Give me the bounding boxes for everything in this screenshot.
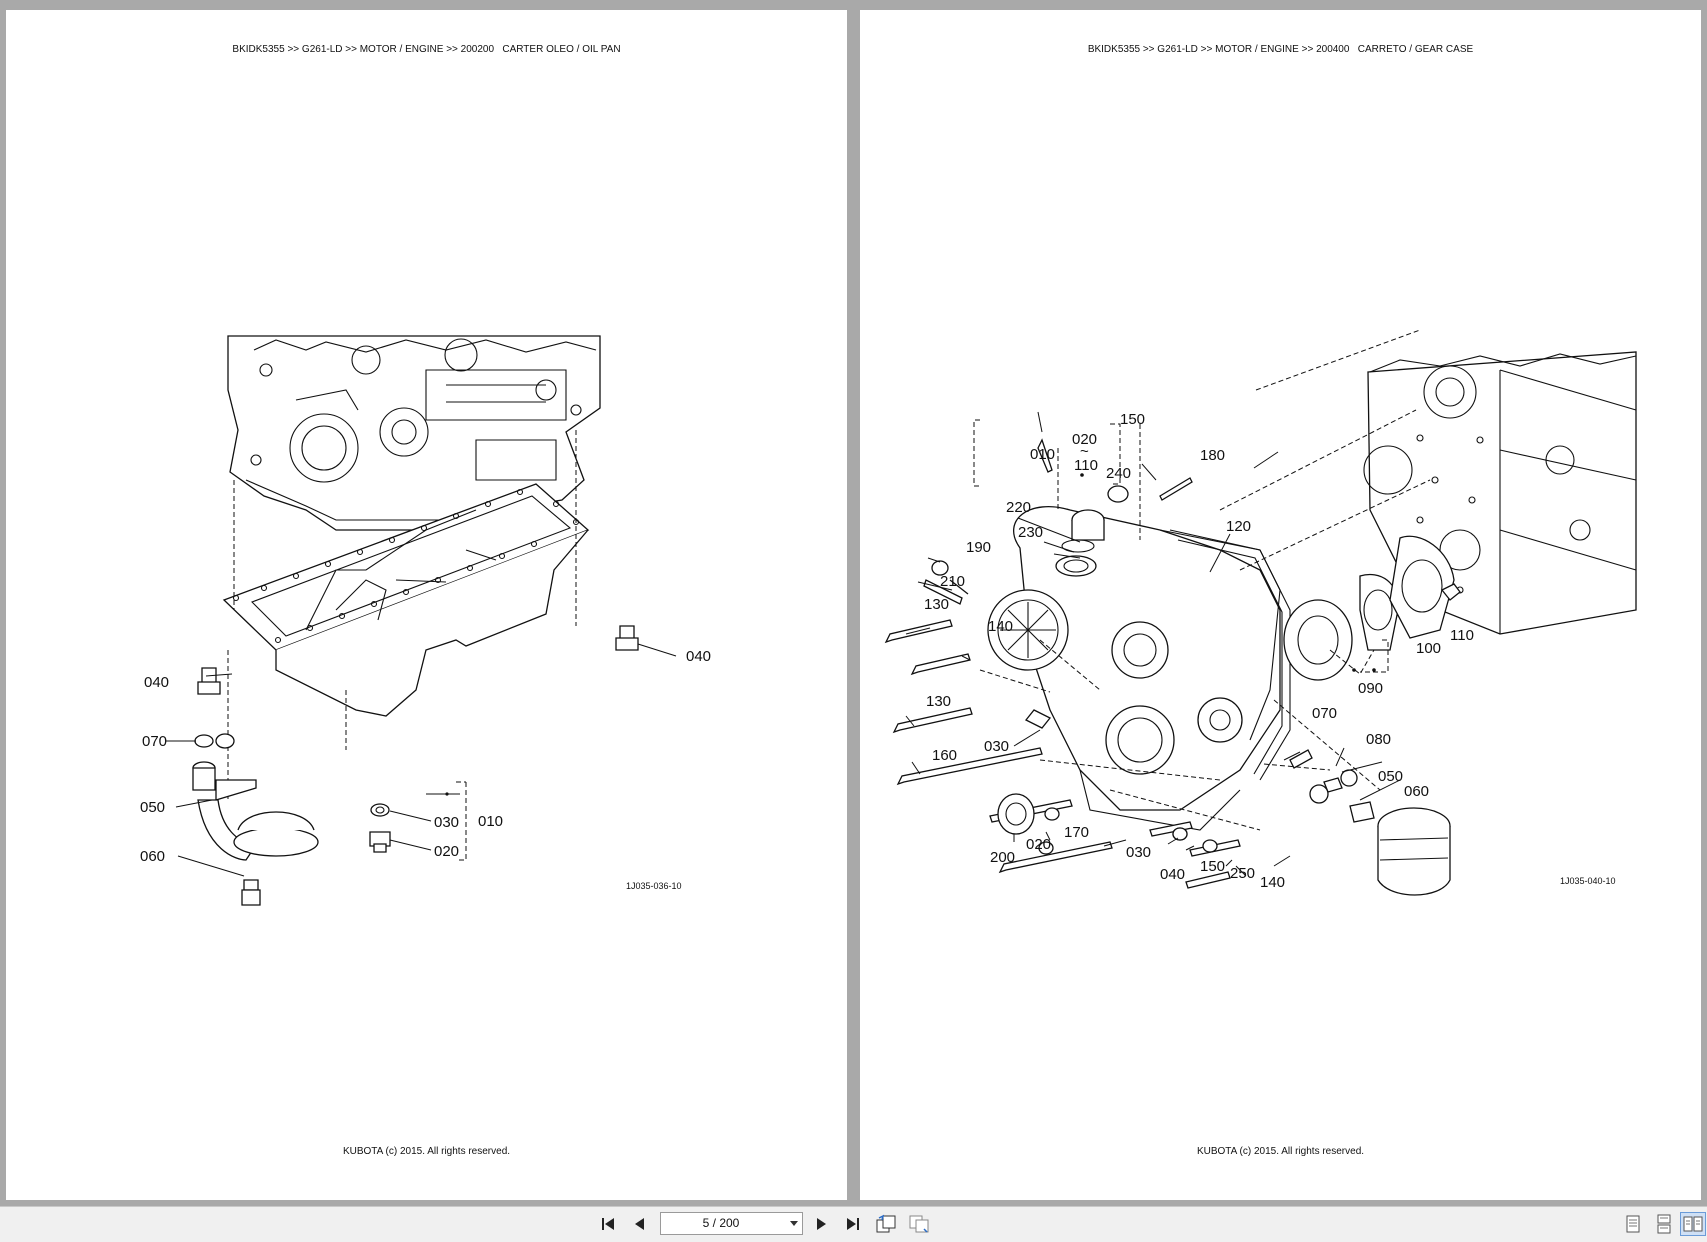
- callout-tilde: ~: [1080, 443, 1089, 460]
- copy-view-button[interactable]: [906, 1212, 932, 1236]
- figure-id: 1J035-040-10: [1560, 876, 1616, 886]
- page-footer: KUBOTA (c) 2015. All rights reserved.: [342, 1146, 511, 1157]
- copy-view-icon: [909, 1215, 929, 1233]
- first-page-button[interactable]: [596, 1212, 622, 1236]
- next-page-icon: [817, 1218, 826, 1230]
- callout-110-top: 110: [1074, 457, 1098, 474]
- continuous-view-button[interactable]: [1651, 1212, 1677, 1236]
- page-number-display: 5 / 200: [702, 1216, 740, 1230]
- callout-140-upper: 140: [988, 618, 1013, 635]
- callout-020-lower: 020: [1026, 836, 1051, 853]
- callout-210: 210: [940, 573, 965, 590]
- callout-050: 050: [140, 799, 165, 816]
- page-left: BKIDK5355 >> G261-LD >> MOTOR / ENGINE >…: [6, 10, 847, 1200]
- callout-040-left: 040: [144, 674, 169, 691]
- callout-020: 020: [434, 843, 459, 860]
- two-page-view-button[interactable]: [1680, 1212, 1706, 1236]
- callout-030: 030: [434, 814, 459, 831]
- oil-pan-diagram: 040 040 070 050 060 030 010 020 1J035-03…: [140, 335, 711, 906]
- rotate-view-icon: [876, 1214, 896, 1233]
- last-page-icon: [847, 1218, 859, 1230]
- callout-030-lower: 030: [1126, 844, 1151, 861]
- callout-010: 010: [478, 813, 503, 830]
- filler-cap-drawing: [1061, 485, 1129, 553]
- chevron-down-icon: [790, 1221, 798, 1226]
- callout-150-lower: 150: [1200, 858, 1225, 875]
- figure-id: 1J035-036-10: [626, 881, 682, 891]
- fasteners-drawing: [197, 625, 639, 853]
- gear-case-drawing: [987, 506, 1291, 831]
- callout-070: 070: [142, 733, 167, 750]
- next-page-button[interactable]: [808, 1212, 834, 1236]
- callout-220: 220: [1006, 499, 1031, 516]
- callout-040: 040: [1160, 866, 1185, 883]
- callout-200: 200: [990, 849, 1015, 866]
- callout-030-upper: 030: [984, 738, 1009, 755]
- callout-040-right: 040: [686, 648, 711, 665]
- callout-150-top: 150: [1120, 411, 1145, 428]
- page-header: BKIDK5355 >> G261-LD >> MOTOR / ENGINE >…: [1087, 44, 1474, 55]
- callout-180: 180: [1200, 447, 1225, 464]
- callout-140-lower: 140: [1260, 874, 1285, 891]
- callout-170: 170: [1064, 824, 1089, 841]
- oil-filter-drawing: [1377, 807, 1451, 896]
- first-page-icon: [602, 1218, 614, 1230]
- rotate-view-button[interactable]: [873, 1212, 899, 1236]
- callout-130-upper: 130: [924, 596, 949, 613]
- gear-case-diagram: 150 020 ~ 110 010 240 180 220 230 120 19…: [884, 329, 1637, 896]
- callout-010: 010: [1030, 446, 1055, 463]
- viewer-toolbar: 5 / 200: [0, 1206, 1707, 1242]
- callout-100: 100: [1416, 640, 1441, 657]
- page-header: BKIDK5355 >> G261-LD >> MOTOR / ENGINE >…: [232, 44, 621, 55]
- callout-250: 250: [1230, 865, 1255, 882]
- callout-130-lower: 130: [926, 693, 951, 710]
- callout-240: 240: [1106, 465, 1131, 482]
- single-page-icon: [1626, 1215, 1640, 1233]
- callout-050: 050: [1378, 768, 1403, 785]
- callout-110-right: 110: [1450, 627, 1474, 644]
- page-number-select[interactable]: 5 / 200: [660, 1212, 803, 1235]
- callout-160: 160: [932, 747, 957, 764]
- continuous-page-icon: [1657, 1214, 1671, 1234]
- callout-060: 060: [140, 848, 165, 865]
- callout-090: 090: [1358, 680, 1383, 697]
- page-footer: KUBOTA (c) 2015. All rights reserved.: [1196, 1146, 1365, 1157]
- callout-080: 080: [1366, 731, 1391, 748]
- fasteners-drawing: [884, 438, 1375, 889]
- callout-120: 120: [1226, 518, 1251, 535]
- callout-070: 070: [1312, 705, 1337, 722]
- oil-strainer-drawing: [192, 734, 319, 906]
- single-page-view-button[interactable]: [1620, 1212, 1646, 1236]
- last-page-button[interactable]: [839, 1212, 865, 1236]
- callout-190: 190: [966, 539, 991, 556]
- oil-pan-drawing: [222, 483, 590, 717]
- oil-pump-drawing: [1283, 535, 1461, 681]
- callout-060: 060: [1404, 783, 1429, 800]
- callout-020-top: 020: [1072, 431, 1097, 448]
- previous-page-button[interactable]: [627, 1212, 653, 1236]
- callout-230: 230: [1018, 524, 1043, 541]
- previous-page-icon: [635, 1218, 644, 1230]
- two-page-icon: [1683, 1216, 1703, 1232]
- engine-block-drawing: [227, 335, 601, 531]
- page-right: BKIDK5355 >> G261-LD >> MOTOR / ENGINE >…: [860, 10, 1701, 1200]
